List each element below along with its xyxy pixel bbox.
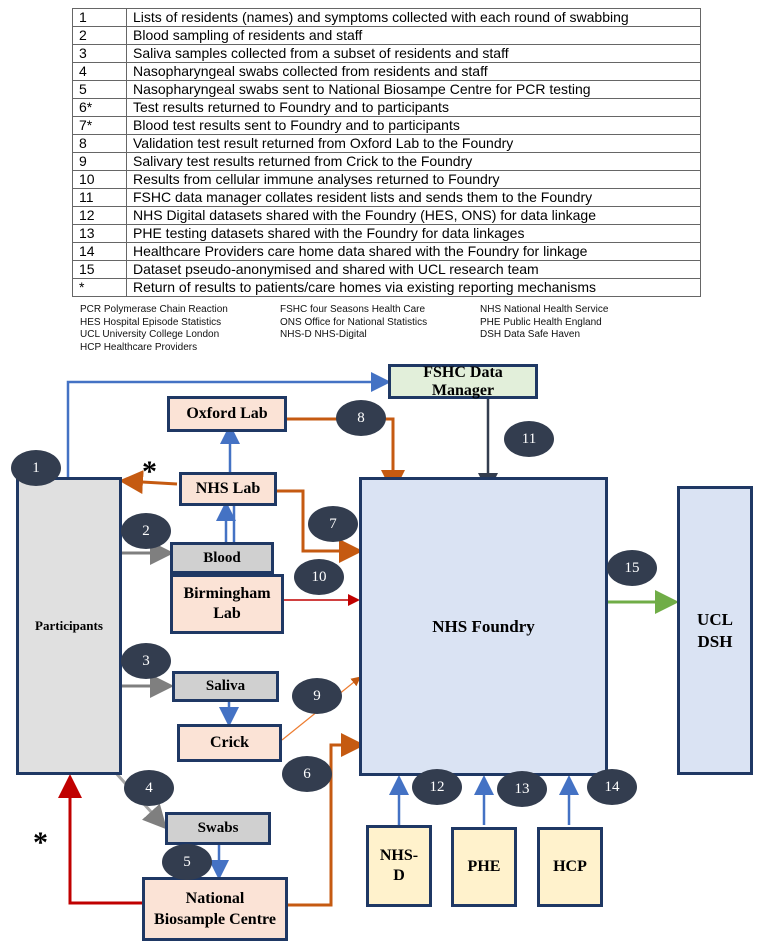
- birmingham-label-line2: Lab: [213, 605, 241, 622]
- step-marker-10: 10: [294, 559, 344, 595]
- swabs-label: Swabs: [197, 820, 239, 836]
- nhs-lab-box: NHS Lab: [179, 472, 277, 506]
- nhs-lab-label: NHS Lab: [195, 480, 261, 497]
- step-marker-1: 1: [11, 450, 61, 486]
- step-marker-7: 7: [308, 506, 358, 542]
- arrow-nhslab-to-foundry: [277, 489, 363, 563]
- step-row: *Return of results to patients/care home…: [72, 278, 701, 297]
- step-description: Blood test results sent to Foundry and t…: [126, 116, 701, 135]
- asterisk-marker-bottom: *: [33, 826, 48, 859]
- step-marker-13: 13: [497, 771, 547, 807]
- step-marker-4: 4: [124, 770, 174, 806]
- abbreviation-item: NHS National Health Service: [480, 304, 609, 315]
- ucl-dsh-box: UCL DSH: [677, 486, 753, 775]
- foundry-label: NHS Foundry: [432, 616, 535, 636]
- abbreviation-item: ONS Office for National Statistics: [280, 316, 428, 328]
- nbc-label-line1: National: [185, 890, 245, 907]
- oxford-lab-box: Oxford Lab: [167, 396, 287, 432]
- step-marker-14: 14: [587, 769, 637, 805]
- step-row: 6*Test results returned to Foundry and t…: [72, 98, 701, 117]
- step-marker-3: 3: [121, 643, 171, 679]
- nhs-digital-box: NHS- D: [366, 825, 432, 907]
- phe-label: PHE: [467, 858, 501, 875]
- participants-box: Participants: [16, 477, 122, 775]
- abbreviations-legend: PCR Polymerase Chain Reaction FSHC four S…: [80, 304, 700, 354]
- step-description: Results from cellular immune analyses re…: [126, 170, 701, 189]
- arrow-oxford-to-foundry: [286, 417, 405, 494]
- nhs-foundry-box: NHS Foundry: [359, 477, 608, 776]
- asterisk-marker-top: *: [142, 455, 157, 488]
- birmingham-lab-box: Birmingham Lab: [170, 574, 284, 634]
- nhsd-label-line2: D: [393, 867, 405, 884]
- ucl-label-line2: DSH: [697, 631, 733, 651]
- blood-box: Blood: [170, 542, 274, 574]
- step-number: 10: [72, 170, 127, 189]
- step-number: 7*: [72, 116, 127, 135]
- step-marker-12: 12: [412, 769, 462, 805]
- saliva-box: Saliva: [172, 671, 279, 702]
- step-description: FSHC data manager collates resident list…: [126, 188, 701, 207]
- step-description: Test results returned to Foundry and to …: [126, 98, 701, 117]
- abbreviation-item: UCL University College London: [80, 329, 220, 340]
- birmingham-label-line1: Birmingham: [183, 585, 271, 602]
- saliva-label: Saliva: [205, 678, 246, 694]
- abbreviation-item: FSHC four Seasons Health Care: [280, 304, 426, 315]
- oxford-label: Oxford Lab: [186, 405, 268, 422]
- hcp-label: HCP: [553, 858, 587, 875]
- step-marker-9: 9: [292, 678, 342, 714]
- step-description: Nasopharyngeal swabs collected from resi…: [126, 62, 701, 81]
- step-description: Validation test result returned from Oxf…: [126, 134, 701, 153]
- abbreviation-item: HCP Healthcare Providers: [80, 341, 198, 353]
- nhsd-label-line1: NHS-: [379, 847, 419, 864]
- fshc-data-manager-box: FSHC Data Manager: [388, 364, 538, 399]
- ucl-label-line1: UCL: [697, 609, 733, 629]
- arrow-nbc-to-participants: [58, 774, 142, 905]
- step-row: 7*Blood test results sent to Foundry and…: [72, 116, 701, 135]
- step-number: *: [72, 278, 127, 297]
- participants-label: Participants: [35, 618, 103, 633]
- step-number: 12: [72, 206, 127, 225]
- step-description: NHS Digital datasets shared with the Fou…: [126, 206, 701, 225]
- national-biosample-centre-box: National Biosample Centre: [142, 877, 288, 941]
- arrow-nbc-to-foundry: [287, 733, 365, 907]
- abbreviation-item: DSH Data Safe Haven: [480, 329, 581, 340]
- fshc-label: FSHC Data Manager: [423, 363, 503, 399]
- step-marker-8: 8: [336, 400, 386, 436]
- swabs-box: Swabs: [165, 812, 271, 845]
- nbc-label-line2: Biosample Centre: [154, 911, 276, 928]
- step-marker-15: 15: [607, 550, 657, 586]
- step-description: Return of results to patients/care homes…: [126, 278, 701, 297]
- step-marker-11: 11: [504, 421, 554, 457]
- step-description: Salivary test results returned from Cric…: [126, 152, 701, 171]
- crick-label: Crick: [209, 734, 250, 751]
- abbreviation-item: NHS-D NHS-Digital: [280, 329, 367, 340]
- step-number: 15: [72, 260, 127, 279]
- step-description: Nasopharyngeal swabs sent to National Bi…: [126, 80, 701, 99]
- crick-box: Crick: [177, 724, 282, 762]
- arrow-nhslab-to-participants: [119, 470, 178, 495]
- hcp-box: HCP: [537, 827, 603, 907]
- step-marker-2: 2: [121, 513, 171, 549]
- phe-box: PHE: [451, 827, 517, 907]
- step-marker-5: 5: [162, 844, 212, 880]
- step-marker-6: 6: [282, 756, 332, 792]
- abbreviation-item: PCR Polymerase Chain Reaction: [80, 304, 228, 315]
- arrow-participants-to-fshc: [66, 372, 391, 490]
- abbreviation-item: PHE Public Health England: [480, 316, 602, 328]
- abbreviation-item: HES Hospital Episode Statistics: [80, 316, 222, 328]
- blood-label: Blood: [203, 549, 241, 566]
